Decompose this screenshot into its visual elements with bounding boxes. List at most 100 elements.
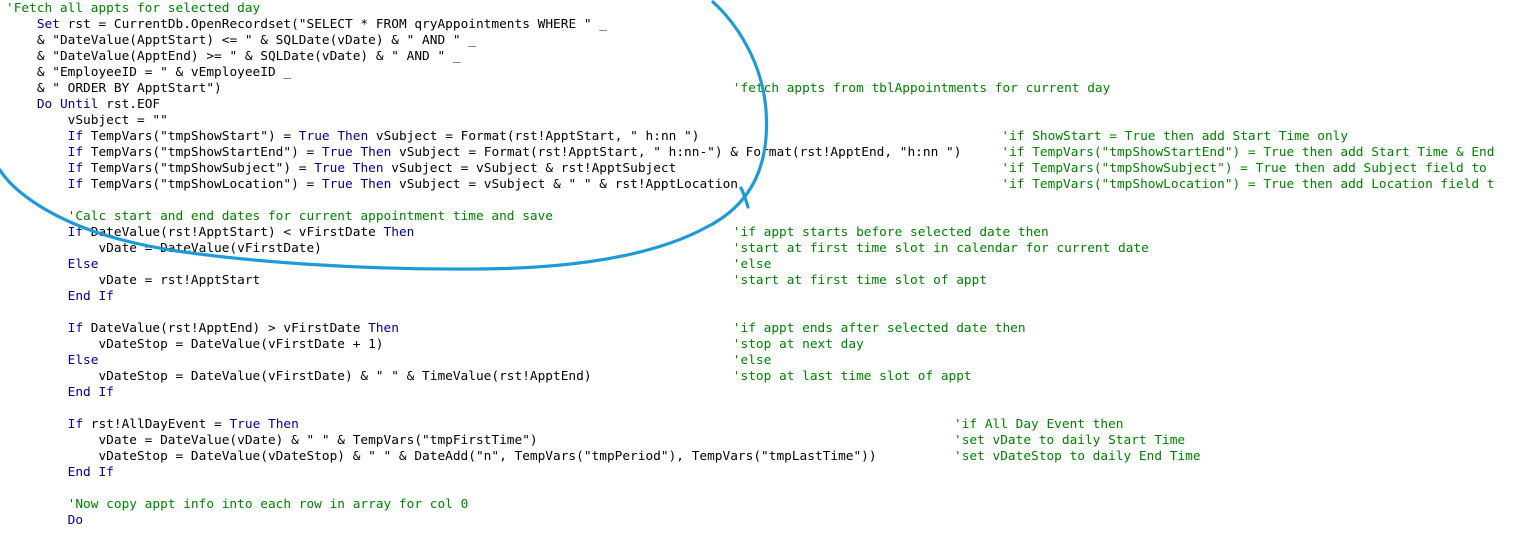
code-line[interactable]: vDate = rst!ApptStart xyxy=(6,273,260,289)
code-line[interactable]: Else xyxy=(6,257,99,273)
code-text: vDateStop = DateValue(vFirstDate + 1) xyxy=(98,337,384,352)
code-text: & "DateValue(ApptStart) <= " & SQLDate(v… xyxy=(36,33,476,48)
code-line[interactable]: End If xyxy=(6,465,114,481)
code-indent xyxy=(6,369,98,384)
code-indent xyxy=(6,177,68,192)
code-keyword: Else xyxy=(67,353,99,368)
code-keyword: If xyxy=(67,161,84,176)
code-line[interactable]: 'Now copy appt info into each row in arr… xyxy=(6,497,469,513)
code-line[interactable]: End If xyxy=(6,385,114,401)
code-keyword: If xyxy=(67,129,84,144)
code-line[interactable]: If rst!AllDayEvent = True Then xyxy=(6,417,299,433)
code-line[interactable]: & " ORDER BY ApptStart") xyxy=(6,81,222,97)
code-line[interactable]: vDateStop = DateValue(vDateStop) & " " &… xyxy=(6,449,876,465)
code-line[interactable]: If TempVars("tmpShowStart") = True Then … xyxy=(6,129,700,145)
code-line[interactable]: If DateValue(rst!ApptStart) < vFirstDate… xyxy=(6,225,415,241)
code-line[interactable]: If TempVars("tmpShowSubject") = True The… xyxy=(6,161,677,177)
trailing-comment: 'start at first time slot in calendar fo… xyxy=(732,241,1149,256)
trailing-comment: 'else xyxy=(732,353,772,368)
code-indent xyxy=(6,17,37,32)
code-line[interactable]: 'Fetch all appts for selected day xyxy=(6,1,260,17)
code-indent xyxy=(6,289,68,304)
code-indent xyxy=(6,129,68,144)
code-indent xyxy=(6,81,37,96)
code-keyword: True xyxy=(298,129,330,144)
code-keyword: If xyxy=(67,417,84,432)
code-indent xyxy=(6,321,68,336)
code-indent xyxy=(6,385,68,400)
code-keyword: True xyxy=(321,177,353,192)
code-keyword: Do xyxy=(67,513,84,528)
trailing-comment: 'if appt starts before selected date the… xyxy=(732,225,1049,240)
code-line[interactable]: vDate = DateValue(vFirstDate) xyxy=(6,241,322,257)
code-line[interactable]: vSubject = "" xyxy=(6,113,168,129)
trailing-comment: 'if appt ends after selected date then xyxy=(732,321,1026,336)
code-text: & "EmployeeID = " & vEmployeeID _ xyxy=(36,65,292,80)
trailing-comment: 'if TempVars("tmpShowStartEnd") = True t… xyxy=(1001,145,1495,160)
code-text: vDate = DateValue(vFirstDate) xyxy=(98,241,322,256)
code-line[interactable]: If DateValue(rst!ApptEnd) > vFirstDate T… xyxy=(6,321,399,337)
code-text: TempVars("tmpShowLocation") = xyxy=(83,177,322,192)
code-line[interactable]: & "DateValue(ApptEnd) >= " & SQLDate(vDa… xyxy=(6,49,461,65)
trailing-comment: 'if TempVars("tmpShowLocation") = True t… xyxy=(1001,177,1495,192)
trailing-comment: 'set vDate to daily Start Time xyxy=(954,433,1186,448)
code-indent xyxy=(6,337,98,352)
code-line[interactable]: If TempVars("tmpShowLocation") = True Th… xyxy=(6,177,738,193)
code-comment: 'Now copy appt info into each row in arr… xyxy=(67,497,469,512)
code-text: rst.EOF xyxy=(98,97,161,112)
code-text: vDate = DateValue(vDate) & " " & TempVar… xyxy=(98,433,538,448)
code-text: vDateStop = DateValue(vFirstDate) & " " … xyxy=(98,369,592,384)
trailing-comment: 'set vDateStop to daily End Time xyxy=(954,449,1201,464)
code-indent xyxy=(6,449,98,464)
code-indent xyxy=(6,497,68,512)
code-line[interactable]: & "EmployeeID = " & vEmployeeID _ xyxy=(6,65,291,81)
code-line[interactable]: & "DateValue(ApptStart) <= " & SQLDate(v… xyxy=(6,33,476,49)
trailing-comment: 'if TempVars("tmpShowSubject") = True th… xyxy=(1001,161,1487,176)
code-keyword: If xyxy=(67,145,84,160)
code-indent xyxy=(6,145,68,160)
code-line[interactable]: vDateStop = DateValue(vFirstDate) & " " … xyxy=(6,369,592,385)
code-text: vSubject = Format(rst!ApptStart, " h:nn-… xyxy=(391,145,962,160)
code-indent xyxy=(6,113,68,128)
code-keyword: If xyxy=(67,321,84,336)
code-text: vSubject = vSubject & " " & rst!ApptLoca… xyxy=(391,177,738,192)
code-keyword: True xyxy=(229,417,261,432)
code-line[interactable]: vDateStop = DateValue(vFirstDate + 1) xyxy=(6,337,384,353)
code-indent xyxy=(6,417,68,432)
code-text: rst = CurrentDb.OpenRecordset("SELECT * … xyxy=(59,17,607,32)
code-comment: 'Calc start and end dates for current ap… xyxy=(67,209,554,224)
code-line[interactable]: vDate = DateValue(vDate) & " " & TempVar… xyxy=(6,433,538,449)
code-line[interactable]: 'Calc start and end dates for current ap… xyxy=(6,209,553,225)
trailing-comment: 'else xyxy=(732,257,772,272)
code-text: vSubject = Format(rst!ApptStart, " h:nn … xyxy=(368,129,700,144)
code-indent xyxy=(6,353,68,368)
code-text: rst!AllDayEvent = xyxy=(83,417,230,432)
code-indent xyxy=(6,433,98,448)
code-text: TempVars("tmpShowStartEnd") = xyxy=(83,145,322,160)
code-comment: 'Fetch all appts for selected day xyxy=(6,1,261,16)
code-text: vDate = rst!ApptStart xyxy=(98,273,261,288)
code-text: vSubject = vSubject & rst!ApptSubject xyxy=(383,161,677,176)
code-line[interactable]: Set rst = CurrentDb.OpenRecordset("SELEC… xyxy=(6,17,607,33)
code-keyword: End If xyxy=(67,289,114,304)
code-indent xyxy=(6,49,37,64)
code-line[interactable]: Else xyxy=(6,353,99,369)
code-line[interactable]: End If xyxy=(6,289,114,305)
code-keyword: Then xyxy=(268,417,299,432)
code-line[interactable]: If TempVars("tmpShowStartEnd") = True Th… xyxy=(6,145,962,161)
code-indent xyxy=(6,241,98,256)
code-keyword: Then xyxy=(383,225,415,240)
code-indent xyxy=(6,273,98,288)
code-keyword: If xyxy=(67,177,84,192)
code-keyword: Else xyxy=(67,257,99,272)
code-keyword: Then xyxy=(360,177,392,192)
code-text: TempVars("tmpShowSubject") = xyxy=(83,161,315,176)
code-text xyxy=(345,161,353,176)
code-text xyxy=(260,417,268,432)
code-indent xyxy=(6,257,68,272)
code-keyword: Then xyxy=(337,129,369,144)
code-line[interactable]: Do xyxy=(6,513,83,529)
code-indent xyxy=(6,513,68,528)
code-line[interactable]: Do Until rst.EOF xyxy=(6,97,160,113)
